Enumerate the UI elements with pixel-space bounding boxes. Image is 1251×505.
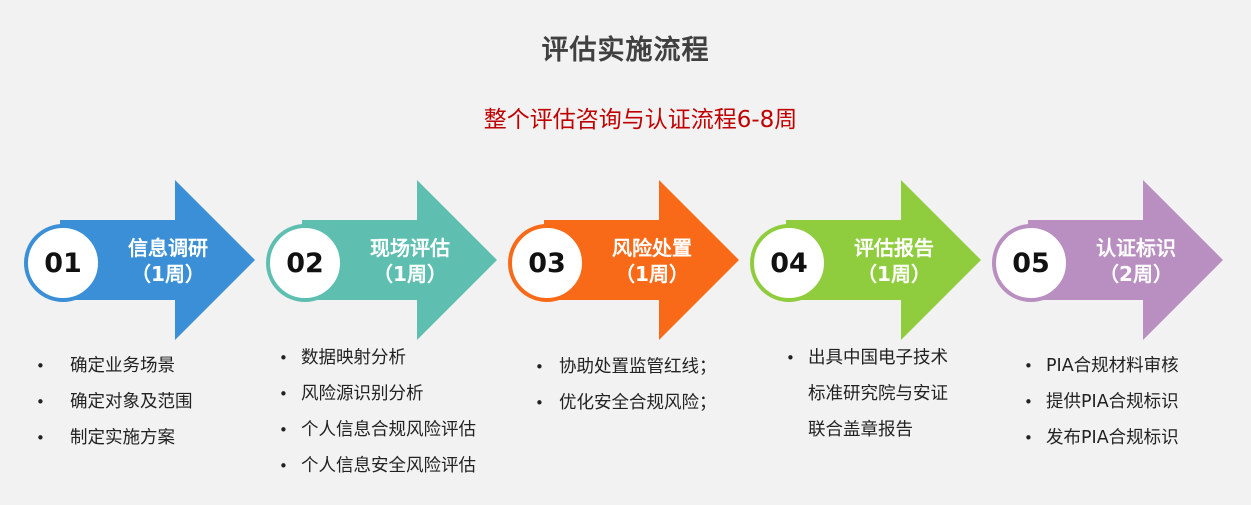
stage-number-3: 03 <box>508 224 586 302</box>
stage-4-items: 出具中国电子技术 标准研究院与安证 联合盖章报告 <box>786 340 948 448</box>
stage-3-items: 协助处置监管红线； 优化安全合规风险； <box>535 349 717 421</box>
list-item: 风险源识别分析 <box>279 376 476 412</box>
page-subtitle: 整个评估咨询与认证流程6-8周 <box>483 107 798 133</box>
stage-duration: （1周） <box>857 262 931 286</box>
stage-arrow-3 <box>544 180 739 340</box>
list-item: 发布PIA合规标识 <box>1024 420 1179 456</box>
stage-3: 03 风险处置 （1周） <box>504 180 744 340</box>
list-item: 出具中国电子技术 <box>786 340 948 376</box>
stage-label-1: 信息调研 （1周） <box>108 235 228 287</box>
stage-name: 认证标识 <box>1096 236 1176 260</box>
list-item: 协助处置监管红线； <box>535 349 717 385</box>
stage-name: 信息调研 <box>128 236 208 260</box>
stage-duration: （1周） <box>131 262 205 286</box>
list-item: 提供PIA合规标识 <box>1024 384 1179 420</box>
stage-label-5: 认证标识 （2周） <box>1076 235 1196 287</box>
list-item: 确定业务场景 <box>36 348 193 384</box>
list-item: 确定对象及范围 <box>36 384 193 420</box>
stage-duration: （2周） <box>1099 262 1173 286</box>
stage-label-2: 现场评估 （1周） <box>350 235 470 287</box>
arrow-shape <box>302 180 497 340</box>
list-item: 优化安全合规风险； <box>535 385 717 421</box>
stage-number-1: 01 <box>24 224 102 302</box>
list-item: 联合盖章报告 <box>808 420 913 440</box>
page-title: 评估实施流程 <box>541 35 710 66</box>
stage-2-items: 数据映射分析 风险源识别分析 个人信息合规风险评估 个人信息安全风险评估 <box>279 340 476 484</box>
list-item: 标准研究院与安证 <box>808 384 948 404</box>
arrow-shape <box>786 180 981 340</box>
stage-number-4: 04 <box>750 224 828 302</box>
stage-1: 01 信息调研 （1周） <box>20 180 260 340</box>
list-item: 个人信息安全风险评估 <box>279 448 476 484</box>
arrow-shape <box>60 180 255 340</box>
stage-2: 02 现场评估 （1周） <box>262 180 502 340</box>
stage-arrow-5 <box>1028 180 1223 340</box>
stage-duration: （1周） <box>615 262 689 286</box>
stage-number-5: 05 <box>992 224 1070 302</box>
stage-label-4: 评估报告 （1周） <box>834 235 954 287</box>
stage-arrow-1 <box>60 180 255 340</box>
arrow-shape <box>544 180 739 340</box>
stage-1-items: 确定业务场景 确定对象及范围 制定实施方案 <box>36 348 193 456</box>
stage-label-3: 风险处置 （1周） <box>592 235 712 287</box>
list-item: 个人信息合规风险评估 <box>279 412 476 448</box>
list-item: PIA合规材料审核 <box>1024 348 1179 384</box>
stage-duration: （1周） <box>373 262 447 286</box>
stage-name: 风险处置 <box>612 236 692 260</box>
list-item: 制定实施方案 <box>36 420 193 456</box>
stage-number-2: 02 <box>266 224 344 302</box>
stage-arrow-2 <box>302 180 497 340</box>
list-item: 数据映射分析 <box>279 340 476 376</box>
stage-arrow-4 <box>786 180 981 340</box>
stage-name: 现场评估 <box>370 236 450 260</box>
stage-5-items: PIA合规材料审核 提供PIA合规标识 发布PIA合规标识 <box>1024 348 1179 456</box>
stage-name: 评估报告 <box>854 236 934 260</box>
stage-4: 04 评估报告 （1周） <box>746 180 986 340</box>
arrow-shape <box>1028 180 1223 340</box>
stage-5: 05 认证标识 （2周） <box>988 180 1228 340</box>
